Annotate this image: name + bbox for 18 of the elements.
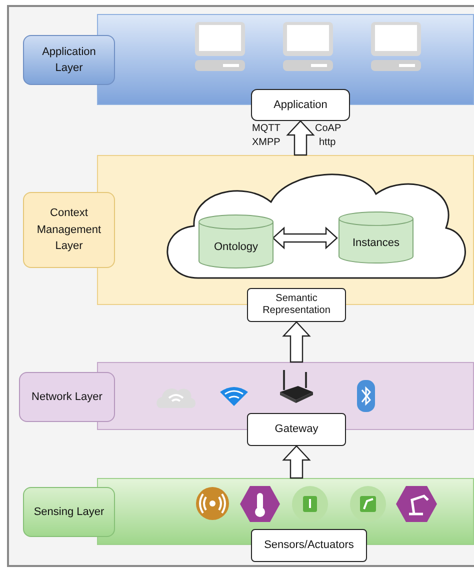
database-cylinder: Ontology xyxy=(198,214,274,269)
layer-label: Application Layer xyxy=(23,35,115,85)
block-arrow xyxy=(282,321,311,363)
process-box: Sensors/Actuators xyxy=(251,529,367,562)
block-arrow xyxy=(286,120,315,156)
block-arrow xyxy=(272,226,338,250)
process-box: Gateway xyxy=(247,413,346,446)
process-box: Application xyxy=(251,89,350,121)
layer-label: Context Management Layer xyxy=(23,192,115,268)
block-arrow xyxy=(282,445,311,479)
protocol-label: MQTT xyxy=(252,124,280,134)
layer-label: Sensing Layer xyxy=(23,487,115,537)
protocol-label: XMPP xyxy=(252,138,280,148)
protocol-label: CoAP xyxy=(315,124,342,134)
database-cylinder: Instances xyxy=(338,211,414,264)
layer-label: Network Layer xyxy=(19,372,115,422)
process-box: Semantic Representation xyxy=(247,288,346,322)
protocol-label: http xyxy=(319,138,336,148)
